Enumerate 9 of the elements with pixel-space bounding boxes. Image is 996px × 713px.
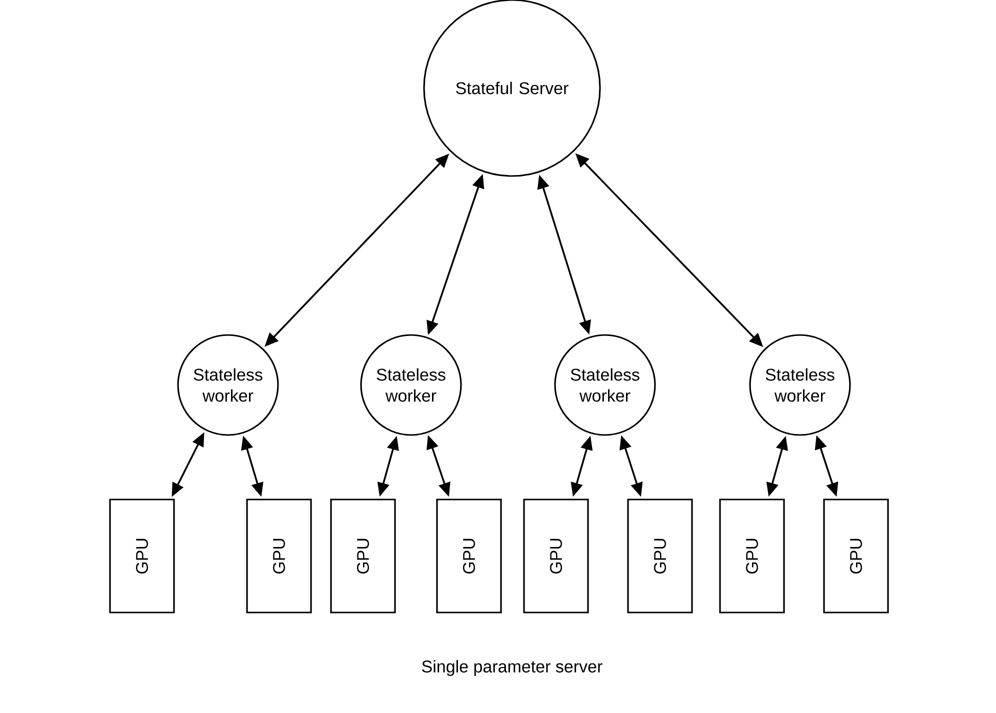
gpu-box: GPU xyxy=(330,498,396,614)
gpu-box: GPU xyxy=(246,498,312,614)
gpu-box: GPU xyxy=(627,498,693,614)
gpu-box: GPU xyxy=(719,498,785,614)
caption: Single parameter server xyxy=(422,660,602,676)
gpu-box: GPU xyxy=(109,498,175,614)
gpu-box: GPU xyxy=(823,498,889,614)
gpu-box: GPU xyxy=(523,498,589,614)
gpu-box: GPU xyxy=(436,498,502,614)
